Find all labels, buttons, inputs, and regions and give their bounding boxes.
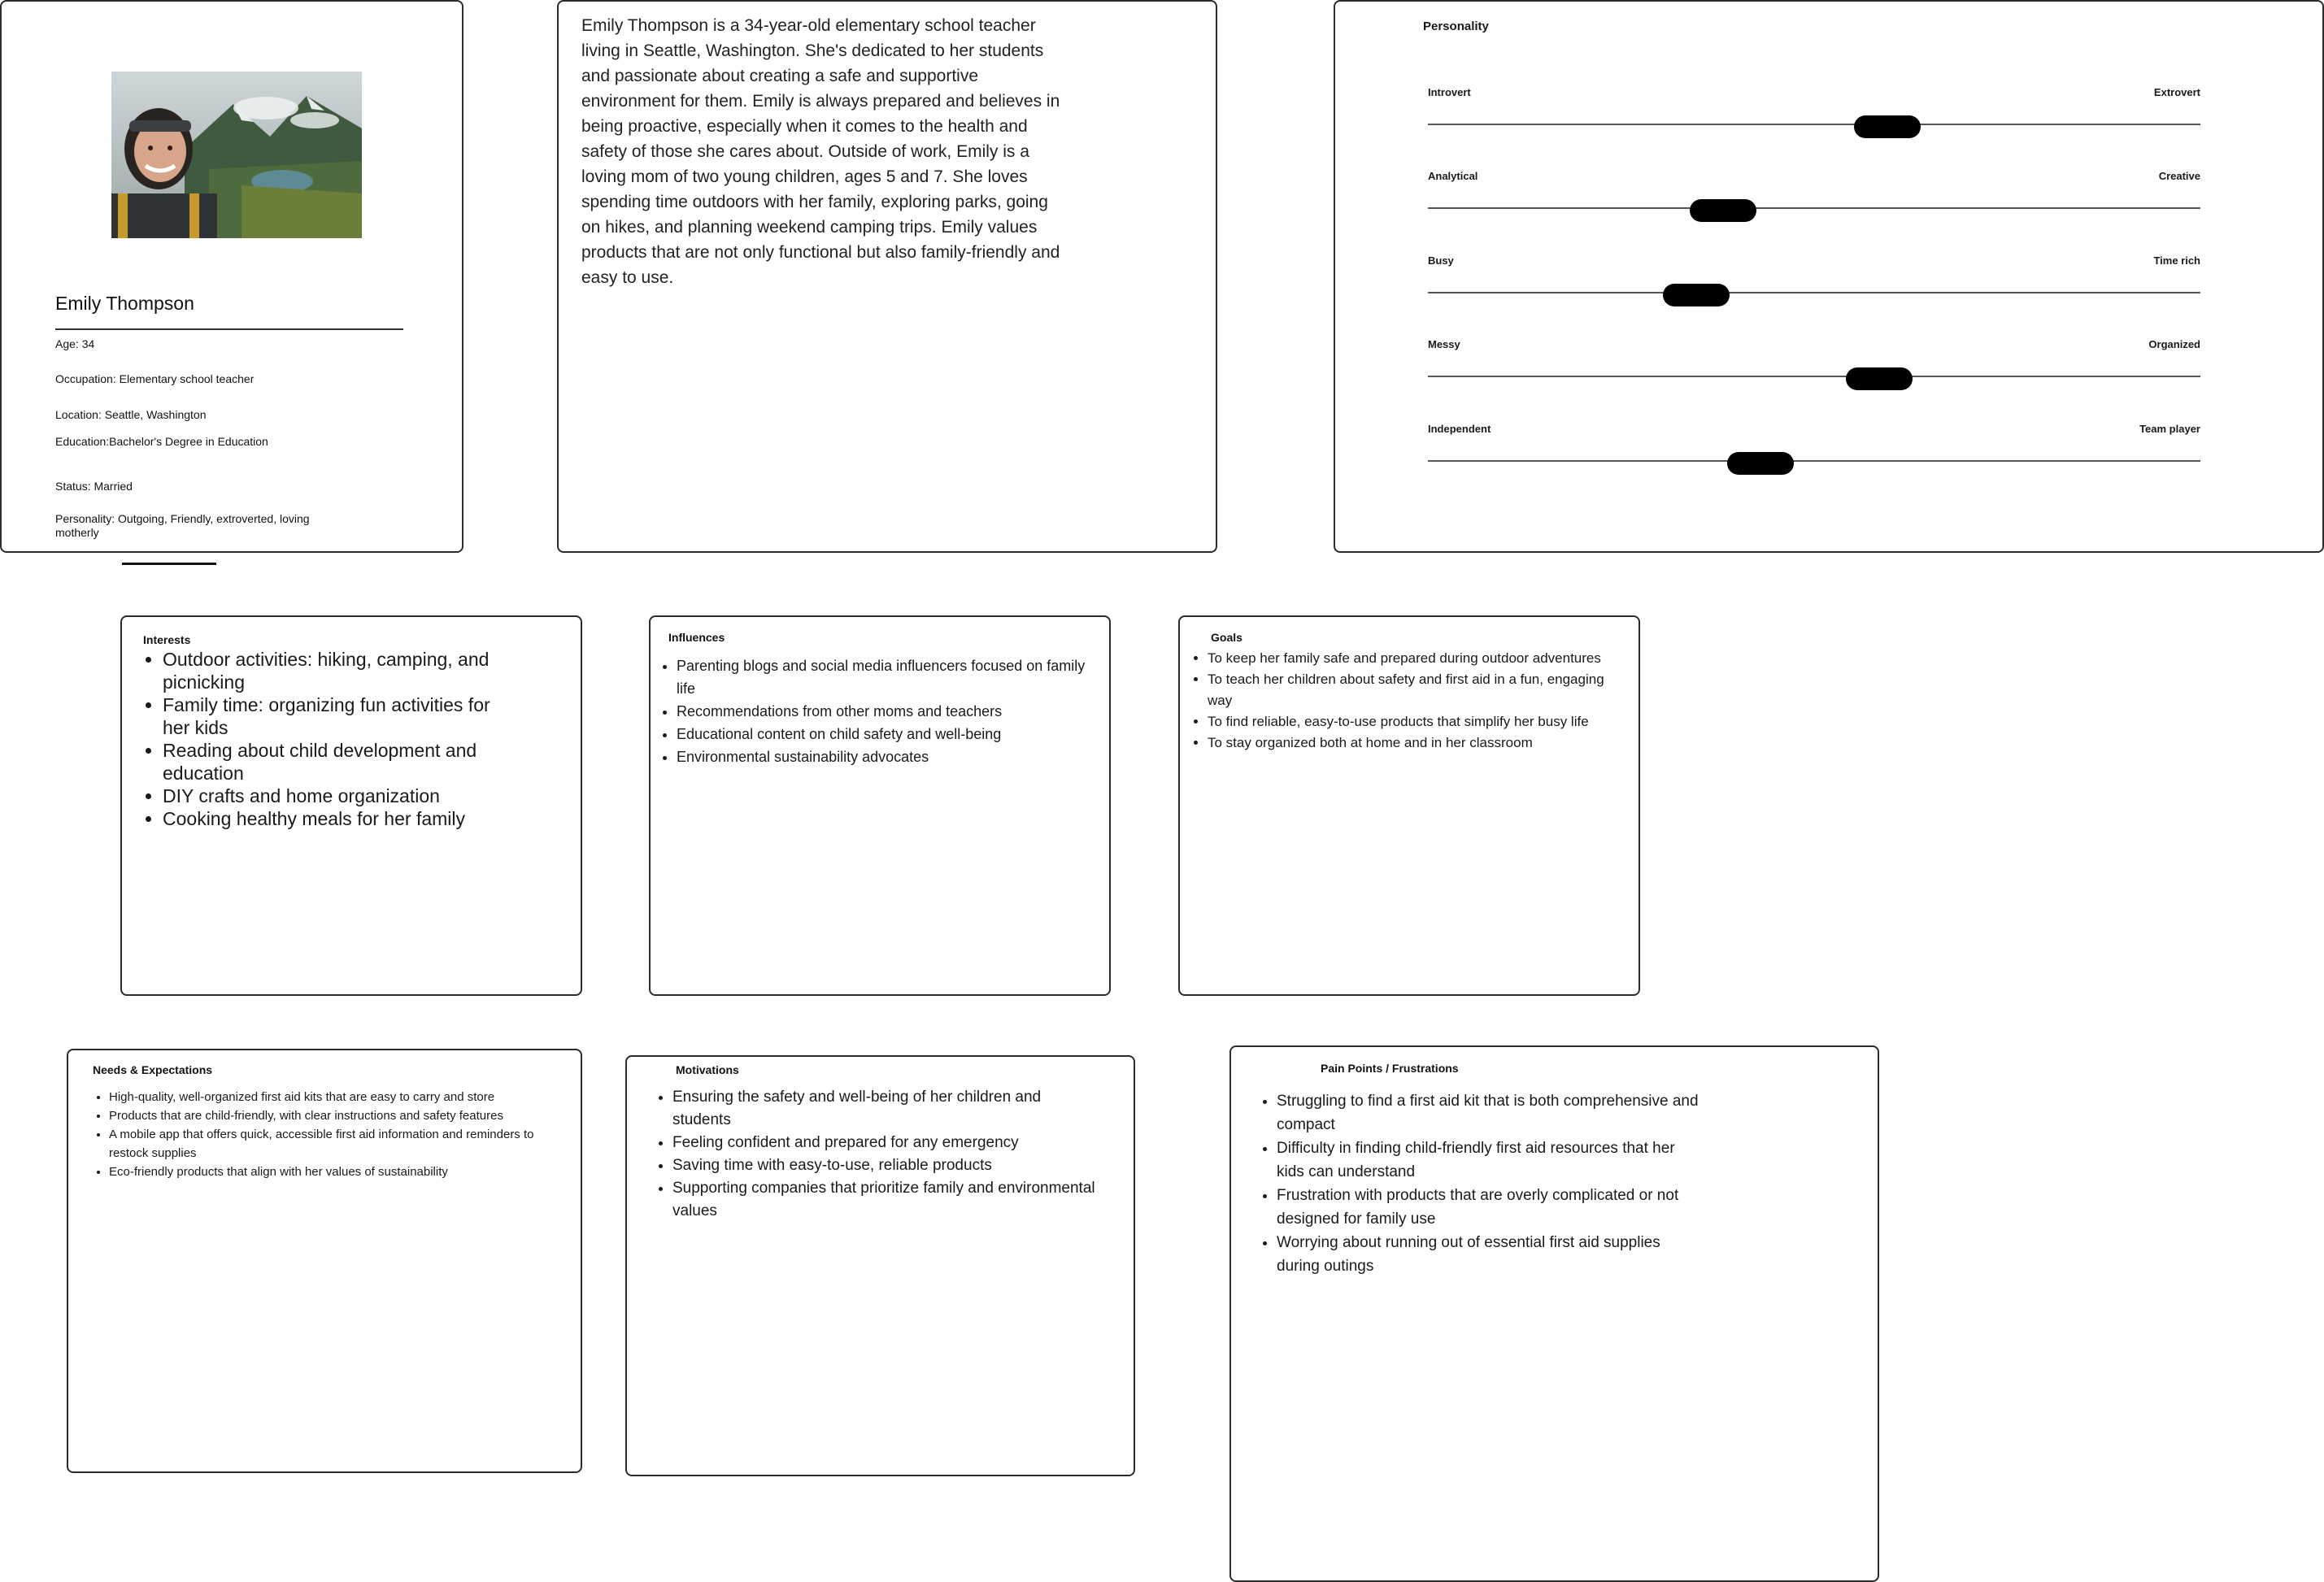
list-item: To stay organized both at home and in he… bbox=[1208, 732, 1622, 754]
list-item: Frustration with products that are overl… bbox=[1277, 1184, 1699, 1231]
list-item: Educational content on child safety and … bbox=[677, 723, 1099, 745]
interests-card: Interests Outdoor activities: hiking, ca… bbox=[120, 615, 582, 996]
painpoints-list: Struggling to find a first aid kit that … bbox=[1259, 1089, 1699, 1278]
persona-name: Emily Thompson bbox=[55, 293, 194, 314]
slider-track bbox=[1428, 460, 2200, 462]
motivations-list: Ensuring the safety and well-being of he… bbox=[655, 1086, 1095, 1223]
slider-handle[interactable] bbox=[1662, 284, 1730, 306]
list-item: Parenting blogs and social media influen… bbox=[677, 654, 1099, 700]
needs-card: Needs & Expectations High-quality, well-… bbox=[67, 1049, 582, 1473]
slider-left-label: Analytical bbox=[1428, 170, 1478, 182]
interests-list: Outdoor activities: hiking, camping, and… bbox=[145, 648, 520, 830]
personality-slider-analytical-creative[interactable]: Analytical Creative bbox=[1428, 170, 2200, 222]
slider-track bbox=[1428, 124, 2200, 125]
slider-right-label: Team player bbox=[2139, 423, 2200, 435]
painpoints-card: Pain Points / Frustrations Struggling to… bbox=[1229, 1045, 1879, 1582]
painpoints-title: Pain Points / Frustrations bbox=[1321, 1062, 1459, 1075]
goals-card: Goals To keep her family safe and prepar… bbox=[1178, 615, 1640, 996]
personality-slider-independent-teamplayer[interactable]: Independent Team player bbox=[1428, 423, 2200, 475]
list-item: To find reliable, easy-to-use products t… bbox=[1208, 711, 1622, 732]
personality-slider-messy-organized[interactable]: Messy Organized bbox=[1428, 338, 2200, 390]
slider-right-label: Organized bbox=[2148, 338, 2200, 350]
persona-occupation: Occupation: Elementary school teacher bbox=[55, 372, 255, 385]
list-item: Worrying about running out of essential … bbox=[1277, 1231, 1699, 1278]
persona-location: Location: Seattle, Washington bbox=[55, 408, 207, 421]
list-item: Reading about child development and educ… bbox=[163, 739, 520, 784]
list-item: Outdoor activities: hiking, camping, and… bbox=[163, 648, 520, 693]
list-item: DIY crafts and home organization bbox=[163, 784, 520, 807]
list-item: Recommendations from other moms and teac… bbox=[677, 700, 1099, 723]
profile-photo bbox=[111, 72, 362, 238]
slider-handle[interactable] bbox=[1854, 115, 1921, 138]
personality-slider-introvert-extrovert[interactable]: Introvert Extrovert bbox=[1428, 86, 2200, 138]
list-item: To keep her family safe and prepared dur… bbox=[1208, 648, 1622, 669]
interests-title: Interests bbox=[143, 633, 191, 646]
list-item: Saving time with easy-to-use, reliable p… bbox=[672, 1154, 1095, 1177]
list-item: Environmental sustainability advocates bbox=[677, 745, 1099, 768]
goals-title: Goals bbox=[1211, 631, 1243, 644]
profile-card: Emily Thompson Age: 34 Occupation: Eleme… bbox=[0, 0, 463, 553]
needs-title: Needs & Expectations bbox=[93, 1063, 213, 1076]
name-divider bbox=[55, 328, 403, 330]
persona-education: Education:Bachelor's Degree in Education bbox=[55, 435, 268, 448]
influences-card: Influences Parenting blogs and social me… bbox=[649, 615, 1111, 996]
bio-text: Emily Thompson is a 34-year-old elementa… bbox=[581, 16, 1060, 287]
slider-left-label: Independent bbox=[1428, 423, 1491, 435]
influences-title: Influences bbox=[668, 631, 725, 644]
slider-handle[interactable] bbox=[1689, 199, 1756, 222]
persona-status: Status: Married bbox=[55, 480, 133, 493]
list-item: High-quality, well-organized first aid k… bbox=[109, 1088, 572, 1106]
slider-left-label: Messy bbox=[1428, 338, 1460, 350]
personality-title: Personality bbox=[1423, 20, 1489, 33]
list-item: Difficulty in finding child-friendly fir… bbox=[1277, 1137, 1699, 1184]
slider-right-label: Time rich bbox=[2153, 254, 2200, 267]
influences-list: Parenting blogs and social media influen… bbox=[659, 654, 1099, 768]
slider-handle[interactable] bbox=[1726, 452, 1794, 475]
list-item: Eco-friendly products that align with he… bbox=[109, 1163, 572, 1181]
motivations-card: Motivations Ensuring the safety and well… bbox=[625, 1055, 1135, 1476]
motivations-title: Motivations bbox=[676, 1063, 739, 1076]
list-item: Ensuring the safety and well-being of he… bbox=[672, 1086, 1095, 1132]
slider-handle[interactable] bbox=[1845, 367, 1913, 390]
slider-left-label: Busy bbox=[1428, 254, 1454, 267]
persona-personality: Personality: Outgoing, Friendly, extrove… bbox=[55, 512, 310, 539]
persona-age: Age: 34 bbox=[55, 337, 95, 350]
list-item: Supporting companies that prioritize fam… bbox=[672, 1177, 1095, 1223]
personality-card: Personality Introvert Extrovert Analytic… bbox=[1334, 0, 2324, 553]
slider-track bbox=[1428, 292, 2200, 293]
slider-right-label: Creative bbox=[2158, 170, 2200, 182]
list-item: To teach her children about safety and f… bbox=[1208, 669, 1622, 711]
list-item: Family time: organizing fun activities f… bbox=[163, 693, 520, 739]
list-item: Struggling to find a first aid kit that … bbox=[1277, 1089, 1699, 1137]
bio-card: Emily Thompson is a 34-year-old elementa… bbox=[557, 0, 1217, 553]
list-item: Feeling confident and prepared for any e… bbox=[672, 1132, 1095, 1154]
list-item: Cooking healthy meals for her family bbox=[163, 807, 520, 830]
slider-track bbox=[1428, 207, 2200, 209]
needs-list: High-quality, well-organized first aid k… bbox=[91, 1088, 572, 1181]
list-item: A mobile app that offers quick, accessib… bbox=[109, 1125, 572, 1163]
list-item: Products that are child-friendly, with c… bbox=[109, 1106, 572, 1125]
slider-track bbox=[1428, 376, 2200, 377]
slider-right-label: Extrovert bbox=[2153, 86, 2200, 98]
personality-slider-busy-timerich[interactable]: Busy Time rich bbox=[1428, 254, 2200, 306]
profile-underline bbox=[122, 563, 216, 565]
goals-list: To keep her family safe and prepared dur… bbox=[1190, 648, 1622, 754]
profile-photo-image bbox=[111, 72, 362, 238]
slider-left-label: Introvert bbox=[1428, 86, 1471, 98]
